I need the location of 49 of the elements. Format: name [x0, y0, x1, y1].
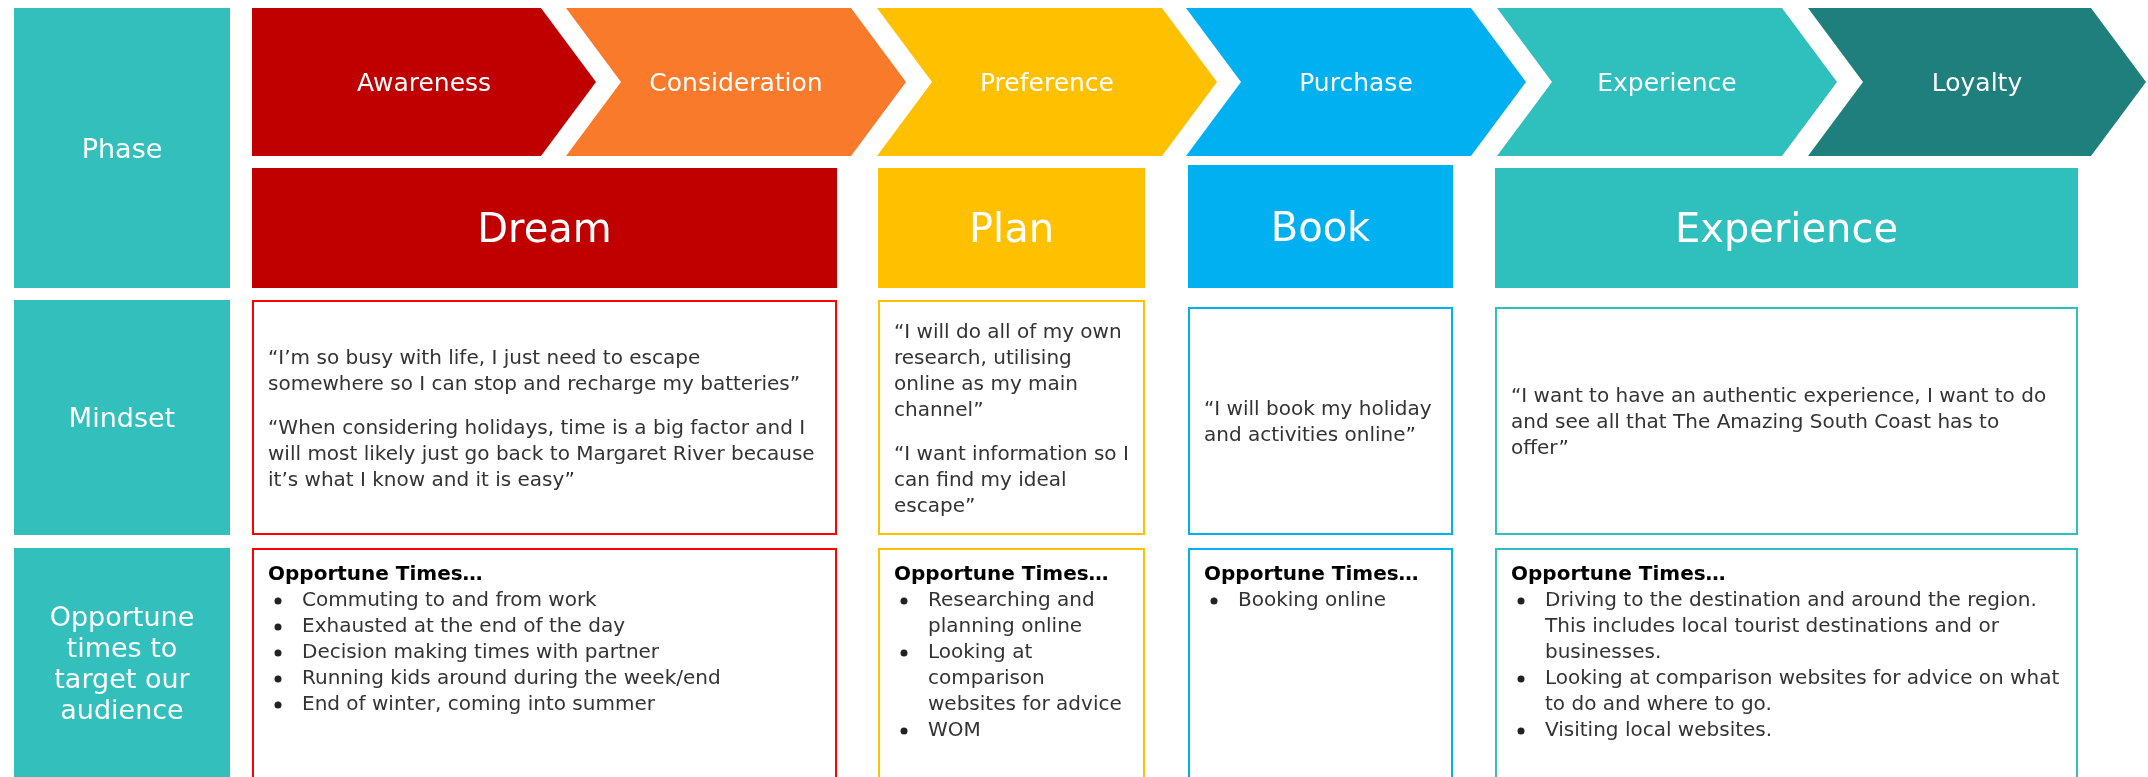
phase-label: Purchase [1299, 67, 1413, 97]
phase-banner [252, 8, 596, 156]
bullet-item: Decision making times with partner [302, 638, 661, 664]
phase-label: Awareness [356, 67, 492, 97]
bullet-item: End of winter, coming into summer [302, 690, 656, 716]
list-heading: Opportune Times… [894, 560, 1110, 586]
quote-text: “I will book my holiday and activities online” [1204, 395, 1433, 447]
stage-bar: Dream [252, 168, 837, 288]
phase-banner [1186, 8, 1526, 156]
mindset-box [252, 300, 837, 535]
bullet-item: Commuting to and from work [302, 586, 598, 612]
bullet-item: Looking at comparison websites for advice [928, 638, 1123, 716]
mindset-box [1495, 307, 2078, 535]
bullet-item: Driving to the destination and around the region. This includes local tourist destinations and or businesses. [1545, 586, 2038, 664]
bullet-item: Running kids around during the week/end [302, 664, 722, 690]
phase-label: Loyalty [1931, 67, 2023, 97]
bullet-item: Researching and planning online [928, 586, 1096, 638]
stage-bar: Experience [1495, 168, 2078, 288]
quote-text: “I’m so busy with life, I just need to escape somewhere so I can stop and recharge my batteries” [268, 343, 802, 396]
phase-banner [877, 8, 1217, 156]
row-header: Opportune times to target our audience [14, 548, 230, 777]
phase-banner [1497, 8, 1837, 156]
phase-label: Consideration [649, 67, 823, 97]
opportunity-box [878, 548, 1145, 777]
stage-bar: Book [1188, 165, 1453, 288]
phase-banner [1808, 8, 2146, 156]
opportunity-box [252, 548, 837, 777]
phase-label: Preference [980, 67, 1114, 97]
phase-banner [566, 8, 906, 156]
list-heading: Opportune Times… [268, 560, 484, 586]
opportunity-box [1495, 548, 2078, 777]
quote-text: “When considering holidays, time is a big factor and I will most likely just go back to Margaret River because it’s what I know and it is easy” [268, 413, 816, 492]
quote-text: “I want to have an authentic experience, I want to do and see all that The Amazing South Coast has to offer” [1511, 382, 2048, 460]
list-heading: Opportune Times… [1204, 560, 1420, 586]
opportunity-box [1188, 548, 1453, 777]
bullet-item: WOM [928, 716, 982, 742]
quote-text: “I will do all of my own research, utilising online as my main channel” [894, 317, 1123, 422]
mindset-box [878, 300, 1145, 535]
row-header: Phase [14, 8, 230, 288]
bullet-item: Looking at comparison websites for advice on what to do and where to go. [1545, 664, 2061, 716]
bullet-item: Booking online [1238, 586, 1388, 612]
row-header: Mindset [14, 300, 230, 535]
bullet-item: Visiting local websites. [1545, 716, 1774, 742]
phase-label: Experience [1597, 67, 1737, 97]
list-heading: Opportune Times… [1511, 560, 1727, 586]
stage-bar: Plan [878, 168, 1145, 288]
quote-text: “I want information so I can find my ideal escape” [894, 439, 1129, 518]
mindset-box [1188, 307, 1453, 535]
bullet-item: Exhausted at the end of the day [302, 612, 626, 638]
